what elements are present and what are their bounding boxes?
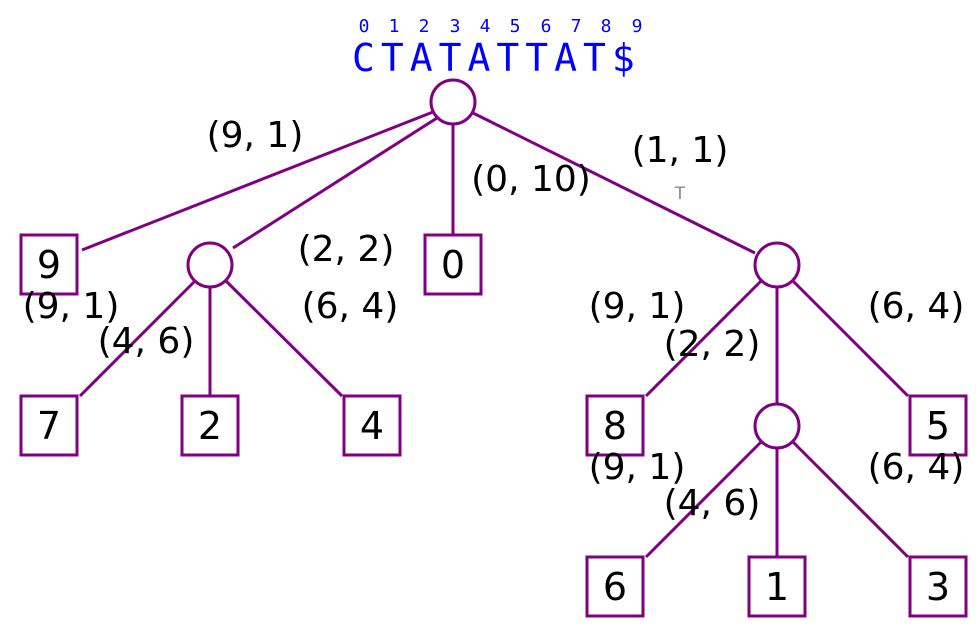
leaf-node: 8 bbox=[585, 394, 645, 457]
edge-label: (9, 1) bbox=[207, 115, 304, 156]
index-4: 4 bbox=[480, 16, 491, 37]
leaf-node: 7 bbox=[19, 394, 79, 457]
leaf-label: 2 bbox=[198, 404, 222, 448]
edge-label: (6, 4) bbox=[868, 447, 965, 488]
edge-root-leaf9 bbox=[81, 110, 434, 252]
leaf-label: 9 bbox=[37, 243, 61, 287]
leaf-node: 6 bbox=[585, 555, 645, 618]
edge-root-nodeB bbox=[472, 111, 756, 255]
index-9: 9 bbox=[632, 16, 643, 37]
tree-edges bbox=[78, 110, 910, 559]
edge-nodeA-leaf4 bbox=[224, 279, 344, 398]
edge-label: (6, 4) bbox=[302, 286, 399, 327]
leaf-label: 4 bbox=[360, 404, 384, 448]
leaf-label: 6 bbox=[603, 565, 627, 609]
index-0: 0 bbox=[359, 16, 370, 37]
internal-node-c bbox=[753, 402, 801, 450]
leaf-node: 4 bbox=[342, 394, 402, 457]
edge-label: (9, 1) bbox=[23, 286, 120, 327]
edge-label: (4, 6) bbox=[664, 483, 761, 524]
leaf-node: 3 bbox=[908, 555, 968, 618]
edge-nodeC-leaf3 bbox=[791, 440, 910, 559]
index-6: 6 bbox=[541, 16, 552, 37]
leaf-node: 2 bbox=[180, 394, 240, 457]
leaf-label: 7 bbox=[37, 404, 61, 448]
leaf-label: 8 bbox=[603, 404, 627, 448]
edge-nodeC-leaf6 bbox=[644, 440, 763, 559]
edge-nodeB-leaf5 bbox=[791, 279, 910, 398]
sequence-header: 0 1 2 3 4 5 6 7 8 9 CTATATTAT$ bbox=[352, 16, 642, 80]
edge-label: (2, 2) bbox=[298, 229, 395, 270]
index-3: 3 bbox=[450, 16, 461, 37]
edge-root-nodeA bbox=[232, 116, 438, 250]
edge-label: (0, 10) bbox=[471, 159, 591, 200]
edge-nodeA-leaf7 bbox=[78, 279, 197, 398]
leaf-label: 5 bbox=[926, 404, 950, 448]
leaf-label: 3 bbox=[926, 565, 950, 609]
edge-hint-text: T bbox=[674, 184, 686, 204]
edge-label: (6, 4) bbox=[868, 286, 965, 327]
edge-labels: (9, 1) (2, 2) (0, 10) (1, 1) T (9, 1) (4… bbox=[23, 115, 965, 524]
leaf-node: 9 bbox=[19, 233, 79, 296]
index-1: 1 bbox=[389, 16, 400, 37]
edge-label: (9, 1) bbox=[589, 447, 686, 488]
index-7: 7 bbox=[571, 16, 582, 37]
edge-label: (9, 1) bbox=[589, 286, 686, 327]
sequence-text: CTATATTAT$ bbox=[352, 36, 641, 80]
root-node bbox=[429, 78, 477, 126]
leaf-node: 1 bbox=[747, 555, 807, 618]
edge-label: (4, 6) bbox=[98, 321, 195, 362]
index-8: 8 bbox=[601, 16, 612, 37]
index-5: 5 bbox=[510, 16, 521, 37]
leaf-label: 1 bbox=[765, 565, 789, 609]
leaf-nodes: 9 0 7 2 4 8 5 6 bbox=[19, 233, 968, 618]
edge-label: (1, 1) bbox=[632, 130, 729, 171]
edge-label: (2, 2) bbox=[664, 324, 761, 365]
internal-nodes bbox=[186, 78, 801, 450]
leaf-node: 5 bbox=[908, 394, 968, 457]
internal-node-a bbox=[186, 241, 234, 289]
leaf-label: 0 bbox=[441, 243, 465, 287]
internal-node-b bbox=[753, 241, 801, 289]
edge-nodeB-leaf8 bbox=[644, 279, 763, 398]
leaf-node: 0 bbox=[423, 233, 483, 296]
index-2: 2 bbox=[419, 16, 430, 37]
